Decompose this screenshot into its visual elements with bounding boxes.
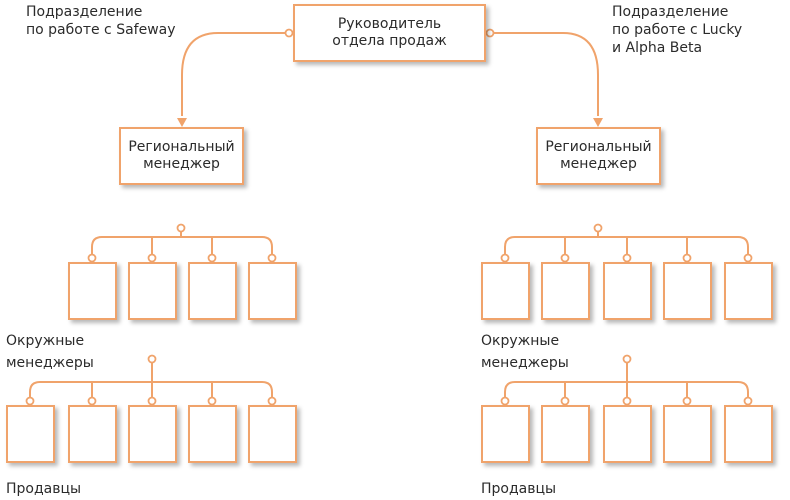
- right-top-arrow-dot: [485, 28, 495, 38]
- left-salespeople-label: Продавцы: [6, 481, 82, 497]
- right-sales-child-dot-3: [682, 396, 692, 406]
- right-district-manager-box-2: [541, 262, 590, 320]
- right-sales-child-dot-2: [622, 396, 632, 406]
- left-sales-child-dot-0: [25, 396, 35, 406]
- left-district-manager-box-4: [248, 262, 297, 320]
- right-top-arrow-line: [486, 32, 599, 116]
- right-district-child-dot-0: [500, 253, 510, 263]
- right-district-manager-box-5: [724, 262, 773, 320]
- right-salesperson-box-5: [724, 405, 773, 463]
- right-sales-child-dot-0: [500, 396, 510, 406]
- left-sales-child-dot-2: [147, 396, 157, 406]
- left-sales-stem-dot: [147, 354, 157, 364]
- left-salesperson-box-2: [68, 405, 117, 463]
- left-district-managers-label: Окружные менеджеры: [6, 333, 94, 371]
- left-district-manager-box-3: [188, 262, 237, 320]
- left-district-stem-dot: [176, 223, 186, 233]
- left-sales-child-dot-1: [87, 396, 97, 406]
- right-district-child-dot-1: [560, 253, 570, 263]
- left-salesperson-box-5: [248, 405, 297, 463]
- left-salesperson-box-3: [128, 405, 177, 463]
- left-district-child-dot-2: [207, 253, 217, 263]
- left-top-arrow-line: [181, 32, 293, 116]
- right-regional-manager-label: Региональный менеджер: [545, 139, 652, 172]
- left-district-bar: [91, 236, 273, 258]
- left-regional-manager-label: Региональный менеджер: [128, 139, 235, 172]
- right-district-manager-box-4: [663, 262, 712, 320]
- right-sales-child-dot-4: [743, 396, 753, 406]
- right-district-manager-box-3: [603, 262, 652, 320]
- right-regional-manager-box: [536, 127, 661, 185]
- left-salesperson-box-4: [188, 405, 237, 463]
- right-salespeople-label: Продавцы: [481, 481, 557, 497]
- left-district-child-dot-0: [87, 253, 97, 263]
- left-sales-child-dot-4: [267, 396, 277, 406]
- left-salesperson-box-1: [6, 405, 55, 463]
- left-district-child-dot-1: [147, 253, 157, 263]
- right-salesperson-box-2: [541, 405, 590, 463]
- right-district-child-dot-3: [682, 253, 692, 263]
- left-district-manager-box-1: [68, 262, 117, 320]
- left-division-caption: Подразделение по работе с Safeway: [26, 4, 176, 38]
- left-top-arrow-dot: [284, 28, 294, 38]
- sales-head-box: [293, 4, 486, 62]
- left-top-arrowhead: [177, 118, 187, 127]
- right-district-child-dot-4: [743, 253, 753, 263]
- right-top-arrowhead: [593, 118, 603, 127]
- right-salesperson-box-3: [603, 405, 652, 463]
- sales-head-label: Руководитель отдела продаж: [332, 16, 447, 49]
- right-district-manager-box-1: [481, 262, 530, 320]
- right-district-child-dot-2: [622, 253, 632, 263]
- right-salesperson-box-1: [481, 405, 530, 463]
- left-regional-manager-box: [119, 127, 244, 185]
- right-district-managers-label: Окружные менеджеры: [481, 333, 569, 371]
- right-sales-child-dot-1: [560, 396, 570, 406]
- right-sales-stem-dot: [622, 354, 632, 364]
- left-sales-child-dot-3: [207, 396, 217, 406]
- left-district-child-dot-3: [267, 253, 277, 263]
- left-district-manager-box-2: [128, 262, 177, 320]
- right-district-stem-dot: [593, 223, 603, 233]
- right-salesperson-box-4: [663, 405, 712, 463]
- right-division-caption: Подразделение по работе с Lucky и Alpha …: [612, 4, 743, 56]
